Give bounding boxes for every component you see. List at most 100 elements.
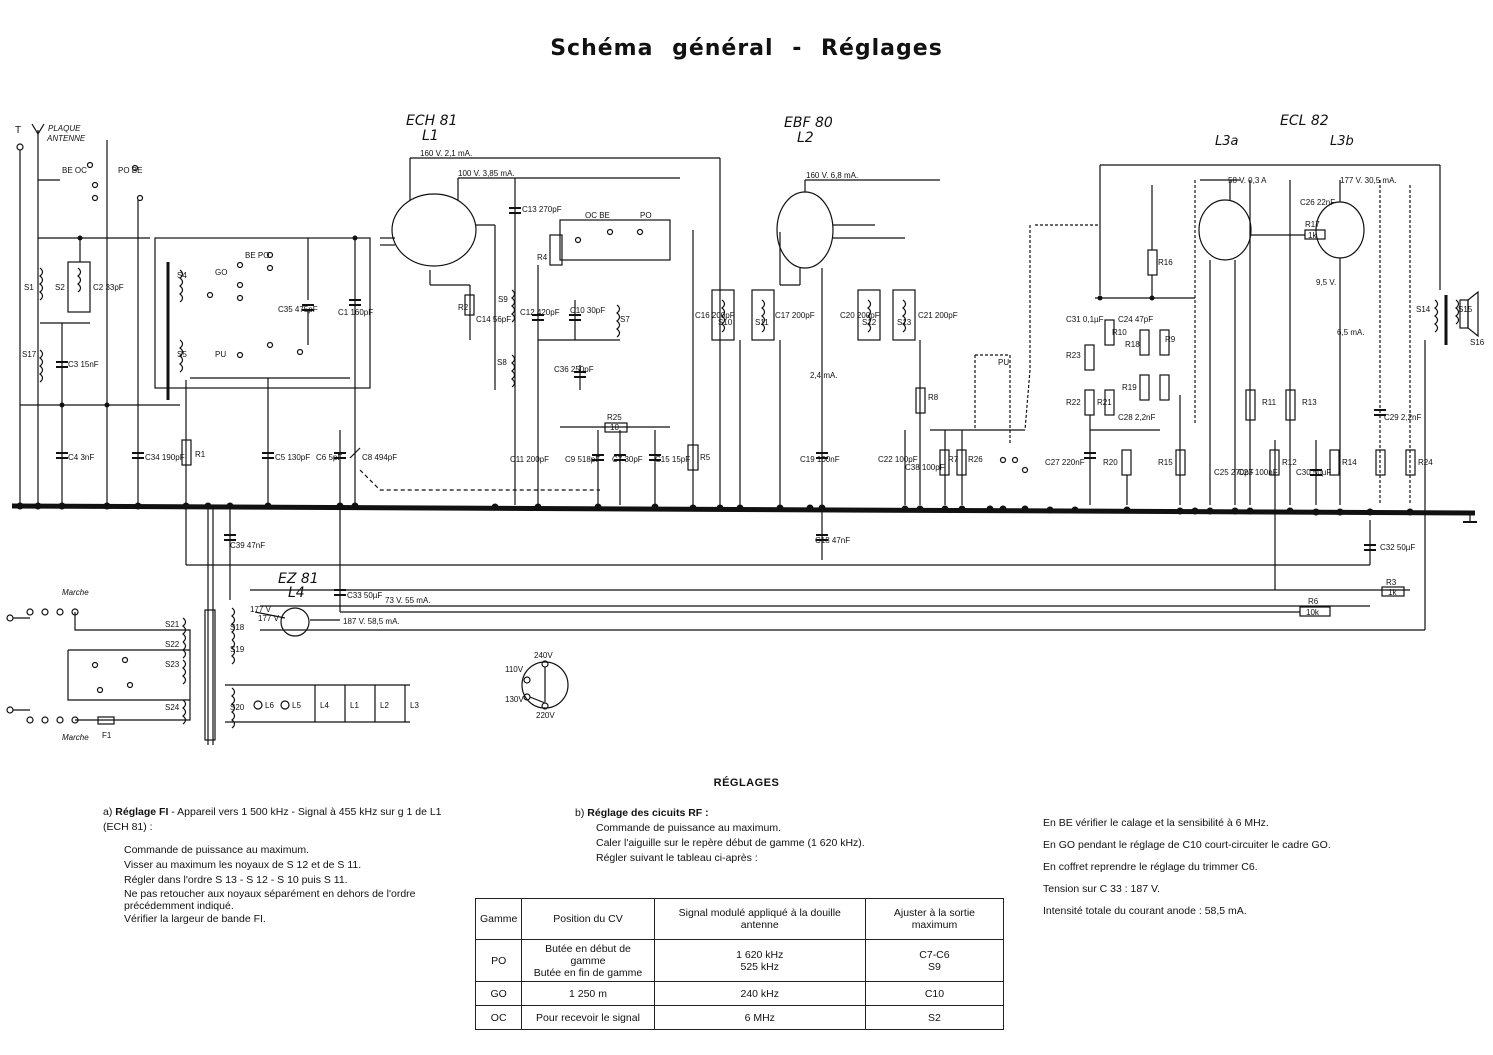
component-label: C9 518pF	[565, 455, 600, 464]
settings-title: RÉGLAGES	[713, 777, 780, 789]
note-line: En coffret reprendre le réglage du trimm…	[1043, 861, 1258, 873]
table-cell-signal: 1 620 kHz 525 kHz	[653, 939, 866, 982]
component-label: C2 33pF	[93, 283, 124, 292]
voltage-label: 177 V	[250, 605, 272, 614]
ground-terminal-label: T	[15, 125, 21, 136]
lamp-label: L6	[265, 701, 274, 710]
coil-label: S2	[55, 283, 65, 292]
table-header-row: Gamme Position du CV Signal modulé appli…	[474, 898, 1005, 940]
component-label: C36 250pF	[554, 365, 594, 374]
component-label: R6	[1308, 597, 1319, 606]
table-header: Signal modulé appliqué à la douille ante…	[653, 898, 866, 940]
selector-130v: 130V	[505, 695, 524, 704]
component-label: R16	[1158, 258, 1173, 267]
component-label: C26 22nF	[1300, 198, 1335, 207]
coil-label: S14	[1416, 305, 1431, 314]
voltage-label: 187 V. 58,5 mA.	[343, 617, 400, 626]
cell-line: Butée en début de gamme	[545, 942, 631, 967]
component-label: R4	[537, 253, 548, 262]
section-b-heading: Réglage des cicuits RF :	[587, 807, 709, 819]
component-label: C33 50µF	[347, 591, 382, 600]
lamp-label: L4	[320, 701, 329, 710]
component-label: C20 200pF	[840, 311, 880, 320]
switch-label: OC BE	[585, 211, 610, 220]
component-label: C22 100pF	[878, 455, 918, 464]
component-label: R11	[1262, 398, 1277, 407]
switch-label: BE PO	[245, 251, 269, 260]
note-line: Tension sur C 33 : 187 V.	[1043, 883, 1160, 895]
voltage-label: 177 V. 30,5 mA.	[1340, 176, 1397, 185]
section-a-line: Commande de puissance au maximum.	[124, 844, 310, 856]
coil-label: S17	[22, 350, 37, 359]
section-b-line: Régler suivant le tableau ci-après :	[596, 852, 758, 864]
switch-label: Marche	[62, 733, 89, 742]
component-label: R18	[1125, 340, 1140, 349]
table-cell-ajuster: S2	[864, 1005, 1005, 1030]
selector-220v: 220V	[536, 711, 555, 720]
table-row: OC Pour recevoir le signal 6 MHz S2	[474, 1005, 1005, 1030]
tube-ref-l1: L1	[422, 128, 439, 144]
coil-label: S23	[165, 660, 180, 669]
section-a-line: Régler dans l'ordre S 13 - S 12 - S 10 p…	[124, 874, 348, 886]
table-cell-gamme: PO	[474, 939, 523, 982]
component-label: R22	[1066, 398, 1081, 407]
coil-label: S20	[230, 703, 245, 712]
component-label: C1 160pF	[338, 308, 373, 317]
section-b-prefix: b)	[575, 807, 585, 819]
coil-label: S11	[755, 318, 769, 327]
component-label: C24 47pF	[1118, 315, 1153, 324]
section-b: b) Réglage des cicuits RF : Commande de …	[575, 806, 955, 866]
table-cell-position: Butée en début de gamme Butée en fin de …	[521, 939, 655, 982]
component-label: C25 270pF	[1214, 468, 1254, 477]
table-header: Ajuster à la sortie maximum	[864, 898, 1005, 940]
note-line: En GO pendant le réglage de C10 court-ci…	[1043, 839, 1331, 851]
section-b-line: Caler l'aiguille sur le repère début de …	[596, 837, 865, 849]
lamp-label: L2	[380, 701, 389, 710]
voltage-label: 58 V. 0,3 A	[1228, 176, 1267, 185]
component-label: C27 220nF	[1045, 458, 1085, 467]
component-label: C6 5pF	[316, 453, 342, 462]
component-value: 1k	[1388, 588, 1397, 597]
page-title: Schéma général - Réglages	[550, 36, 943, 61]
cell-line: 525 kHz	[740, 960, 780, 973]
fuse-label: F1	[102, 731, 112, 740]
plaque-label: PLAQUE	[48, 124, 81, 133]
component-label: C12 420pF	[520, 308, 560, 317]
component-label: C13 270pF	[522, 205, 562, 214]
voltage-label: 100 V. 3,85 mA.	[458, 169, 515, 178]
coil-label: S21	[165, 620, 180, 629]
tube-label-ez81: EZ 81	[278, 571, 319, 587]
component-label: C31 0,1µF	[1066, 315, 1104, 324]
component-label: C17 200pF	[775, 311, 815, 320]
voltage-label: 160 V. 2,1 mA.	[420, 149, 472, 158]
switch-label: PO BE	[118, 166, 142, 175]
component-label: R5	[700, 453, 711, 462]
section-a-line: Vérifier la largeur de bande FI.	[124, 913, 266, 925]
component-label: R1	[195, 450, 206, 459]
voltage-label: 160 V. 6,8 mA.	[806, 171, 858, 180]
coil-label: S13	[897, 318, 912, 327]
component-label: C21 200pF	[918, 311, 958, 320]
component-label: C34 190pF	[145, 453, 185, 462]
component-label: R25	[607, 413, 622, 422]
cell-line: C7-C6	[919, 948, 950, 961]
tube-ref-l3b: L3b	[1330, 134, 1354, 149]
table-cell-position: 1 250 m	[521, 981, 655, 1006]
switch-label: GO	[215, 268, 227, 277]
component-label: R23	[1066, 351, 1081, 360]
cell-line: 1 620 kHz	[736, 948, 784, 961]
component-label: R8	[928, 393, 939, 402]
tube-ref-l2: L2	[797, 130, 814, 146]
table-cell-ajuster: C10	[864, 981, 1005, 1006]
voltage-label: 73 V. 55 mA.	[385, 596, 431, 605]
table-cell-ajuster: C7-C6 S9	[864, 939, 1005, 982]
section-a-line: Visser au maximum les noyaux de S 12 et …	[124, 859, 362, 871]
component-label: C38 100pF	[905, 463, 945, 472]
coil-label: S19	[230, 645, 245, 654]
cell-line: S9	[928, 960, 941, 973]
component-label: R20	[1103, 458, 1118, 467]
section-a-line: Ne pas retoucher aux noyaux séparément e…	[124, 888, 416, 912]
component-label: C11 200pF	[510, 455, 549, 464]
component-label: C19 100nF	[800, 455, 840, 464]
